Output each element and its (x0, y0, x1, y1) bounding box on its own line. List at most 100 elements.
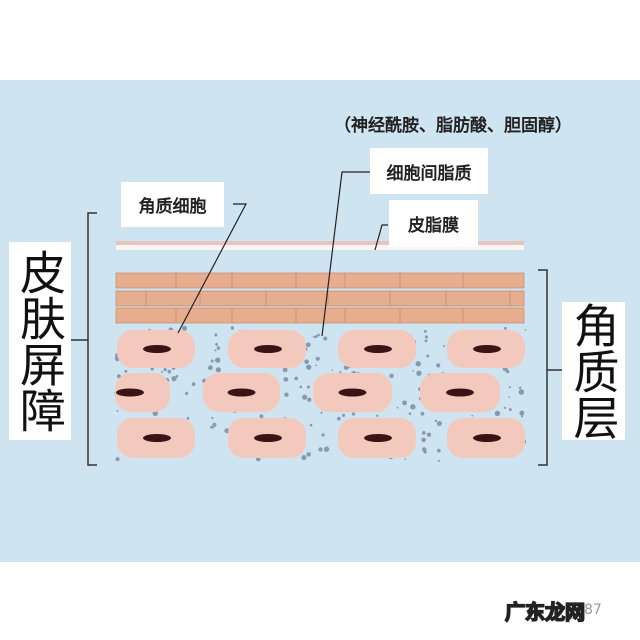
nucleus (254, 434, 282, 442)
corneocyte (447, 418, 525, 458)
lipid-dot (518, 386, 522, 389)
lipid-dot (175, 374, 179, 378)
left-bracket (87, 212, 97, 466)
lipid-dot (389, 373, 394, 379)
lipid-dot (436, 421, 442, 427)
corneocyte (117, 330, 195, 368)
lipid-dot (518, 389, 525, 395)
nucleus (338, 388, 367, 397)
lipid-dot (307, 397, 312, 402)
lipid-dot (402, 400, 407, 406)
sebum-film (116, 241, 524, 250)
corneocyte-label: 角质细胞 (121, 182, 224, 227)
lipid-leader (321, 171, 372, 337)
lipid-dot (150, 367, 154, 371)
lipid-dot (212, 422, 217, 427)
lipid-dot (294, 376, 299, 381)
brick-row (115, 272, 525, 289)
lipid-dot (320, 411, 323, 414)
lipid-dot (282, 367, 288, 373)
lipid-dot (210, 425, 213, 429)
lipid-dot (284, 392, 289, 397)
corneocyte (117, 418, 195, 458)
lipid-dot (504, 326, 507, 330)
lipid-dot (314, 335, 318, 339)
lipid-dot (323, 446, 330, 452)
lipid-dot (230, 326, 235, 330)
lipid-dot (412, 370, 415, 372)
lipid-dot (415, 361, 421, 367)
lipid-dot (404, 458, 407, 460)
lipid-dot (437, 459, 440, 462)
corneocyte (420, 373, 500, 412)
lipid-dot (182, 325, 188, 331)
lipid-dot (185, 391, 189, 396)
skin-barrier-label: 皮肤屏障 (9, 242, 71, 440)
nucleus (364, 434, 392, 442)
nucleus (143, 345, 171, 353)
nucleus (116, 388, 144, 397)
nucleus (364, 345, 392, 353)
watermark-logo: 广东龙网 (504, 599, 586, 625)
lipid-dot (426, 354, 430, 358)
brick-row (115, 307, 525, 324)
lipid-dot (315, 356, 320, 361)
corneocyte (313, 373, 392, 412)
lipid-dot (423, 329, 427, 333)
lipid-dot (305, 342, 311, 348)
lipid-dot (494, 410, 501, 417)
lipid-dot (216, 346, 221, 350)
lipid-dot (331, 369, 334, 372)
stratum-corneum-label: 角质层 (562, 302, 625, 440)
lipid-dot (519, 410, 525, 416)
brick-layers (115, 272, 525, 324)
lipid-dot (306, 364, 312, 370)
lipid-dot (208, 366, 212, 370)
lipid-dot (420, 411, 425, 416)
lipid-dot (505, 369, 510, 374)
lipid-dot (259, 414, 264, 419)
lipid-dot (421, 431, 426, 435)
right-bracket (538, 269, 548, 466)
lipid-dot (508, 408, 512, 412)
lipid-dot (351, 412, 356, 416)
corneocyte (447, 330, 525, 368)
nucleus (446, 388, 474, 397)
lipid-dot (339, 371, 342, 374)
lipid-dot (283, 377, 289, 382)
lipid-dot (424, 339, 428, 343)
lipid-dot (396, 406, 399, 409)
lipid-dot (163, 367, 167, 372)
lipid-dot (214, 333, 218, 337)
lipid-dot (375, 414, 379, 417)
lipid-dot (224, 428, 230, 434)
lipid-dot (410, 404, 416, 410)
lipid-dot (186, 416, 190, 420)
lipid-dot (520, 415, 524, 418)
lipid-dot (323, 336, 328, 341)
sebum-leader (374, 224, 388, 251)
lipid-dot (436, 448, 441, 453)
lipid-dot (306, 452, 311, 457)
corneocyte (203, 373, 280, 412)
sebum-film-label: 皮脂膜 (389, 200, 478, 247)
lipid-components-note: （神经酰胺、脂肪酸、胆固醇） (334, 116, 572, 136)
lipid-dot (503, 406, 507, 409)
corneocyte (228, 418, 306, 458)
lipid-dot (341, 413, 346, 417)
lipid-dot (171, 375, 177, 382)
brick-row (115, 290, 525, 307)
nucleus (473, 345, 501, 353)
nucleus (227, 388, 256, 397)
corneocyte (115, 373, 170, 412)
lipid-dot (191, 382, 196, 387)
lipid-dot (317, 333, 320, 337)
lipid-dot (309, 423, 313, 427)
lipid-dot (422, 447, 427, 452)
corneocyte (228, 330, 306, 368)
lipid-dot (508, 386, 511, 389)
lipid-dot (336, 416, 341, 421)
lipid-dot (299, 385, 303, 389)
lipid-dot (304, 359, 309, 365)
